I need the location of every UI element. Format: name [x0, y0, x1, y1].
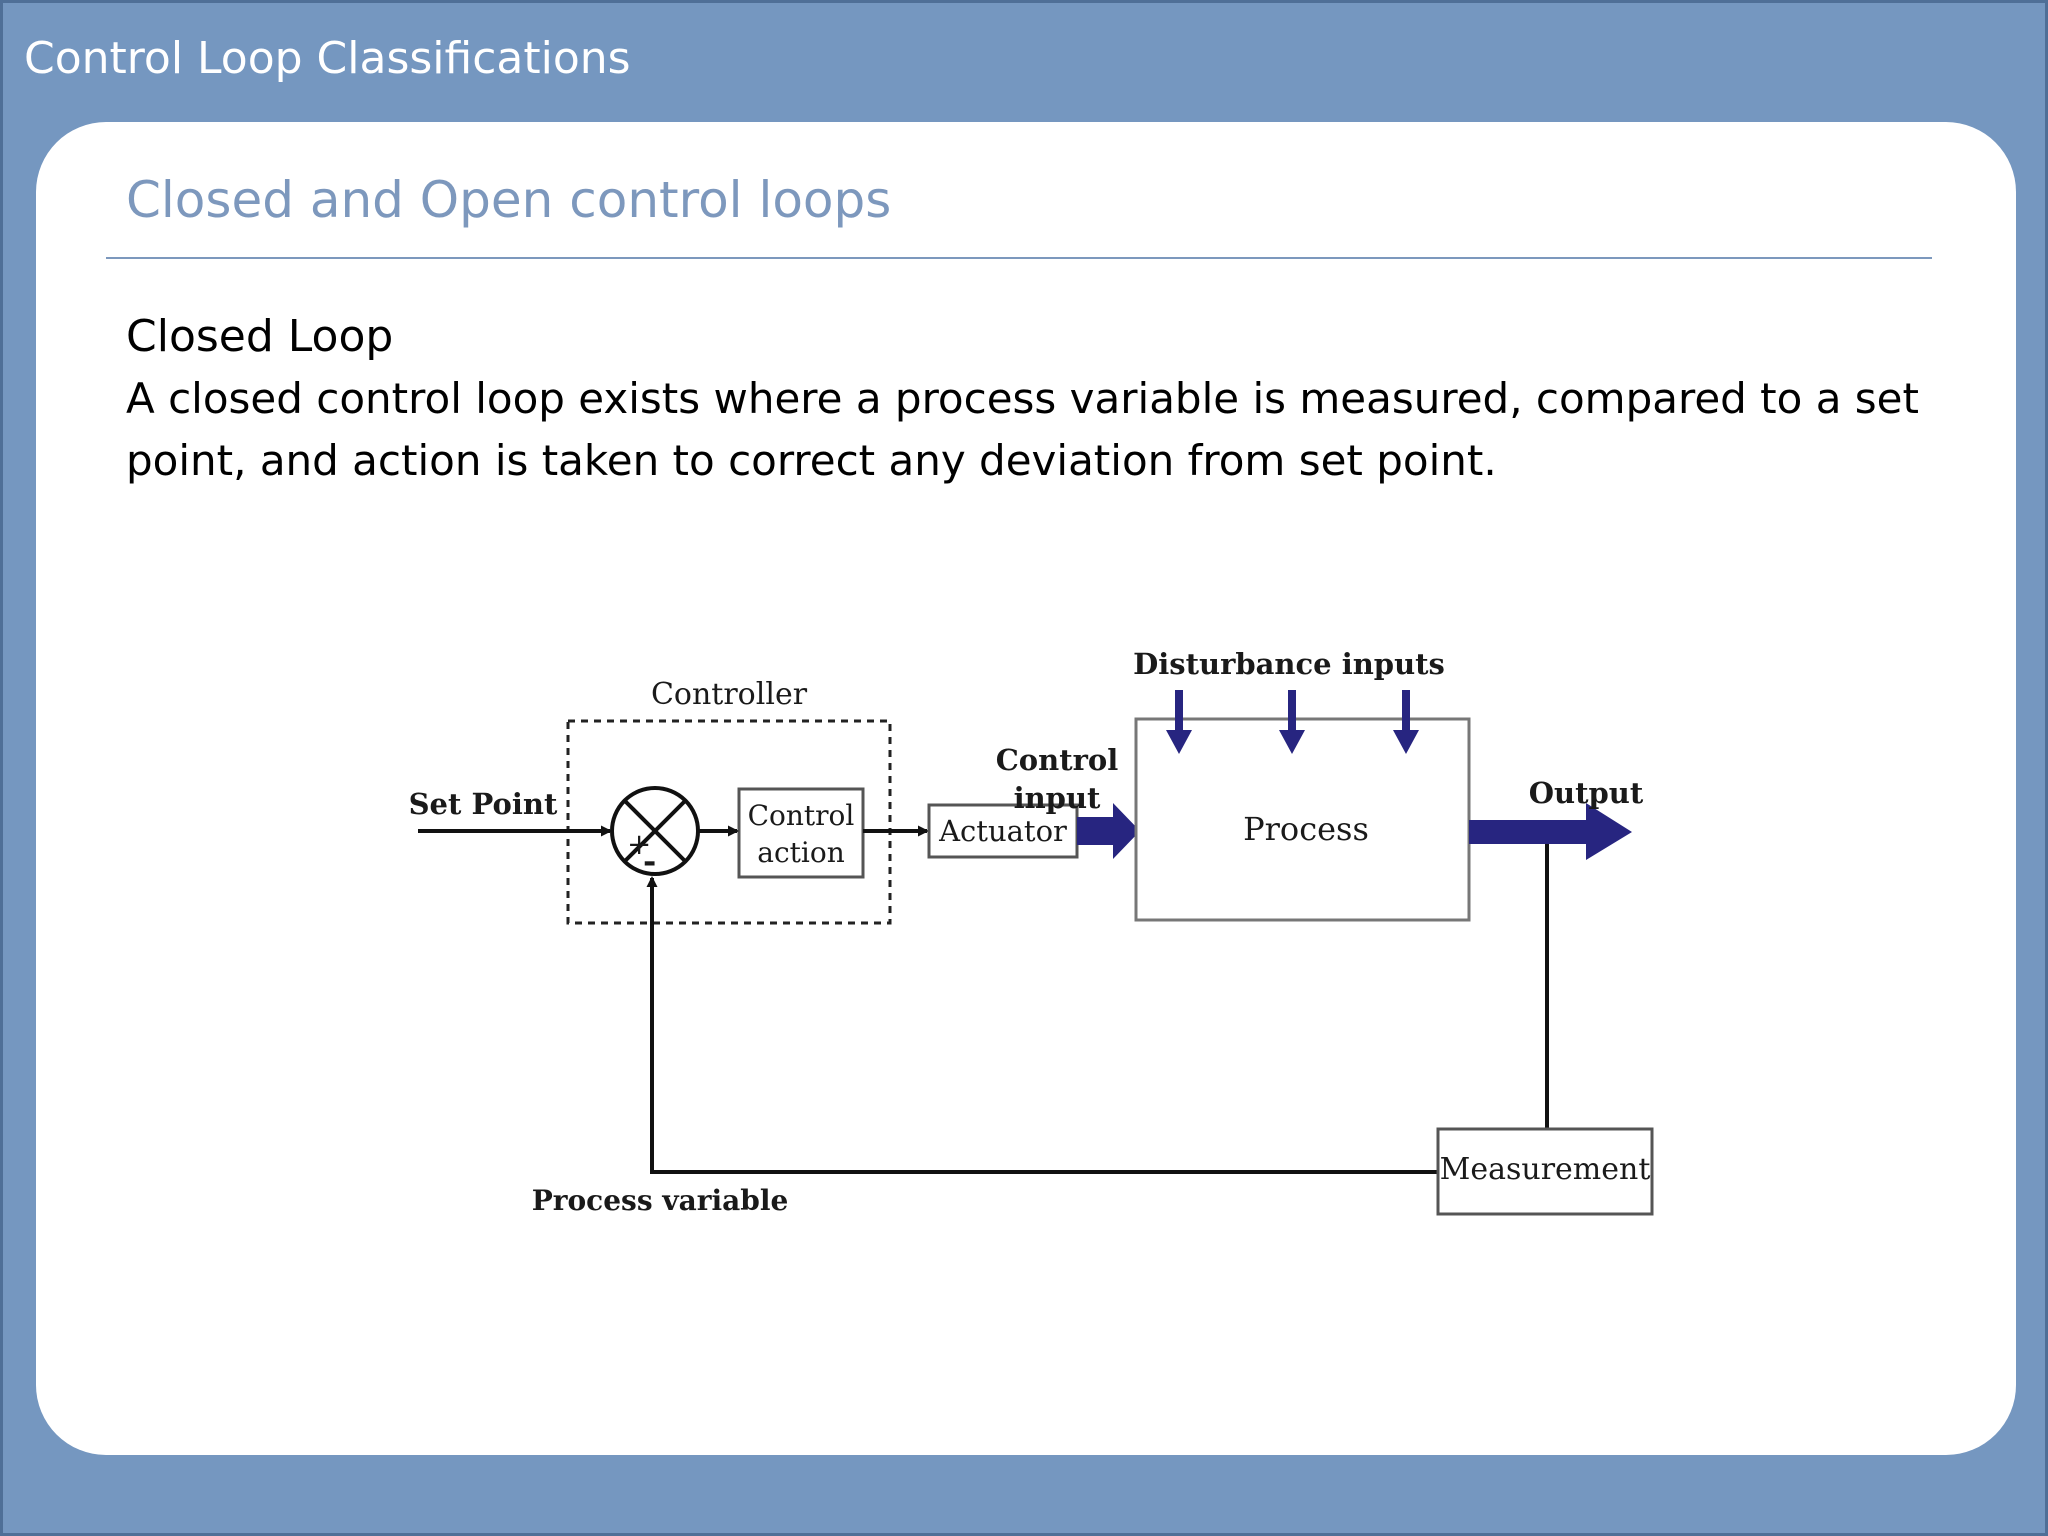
disturbance-inputs-label: Disturbance inputs [1133, 647, 1445, 681]
measurement-label: Measurement [1440, 1152, 1651, 1187]
control-action-label-line2: action [757, 836, 844, 869]
slide-subtitle: Closed and Open control loops [126, 171, 892, 229]
control-action-label-line1: Control [748, 799, 855, 832]
set-point-label: Set Point [409, 787, 558, 821]
controller-dashed-boundary [566, 719, 892, 925]
measurement-group: Measurement [1436, 1127, 1654, 1216]
signal-flow-lines [418, 825, 1549, 1174]
controller-group: Controller + - Control action [566, 677, 892, 925]
closed-loop-diagram: Controller + - Control action Actuator [409, 647, 1654, 1217]
output-group: Output [1469, 776, 1644, 860]
summing-junction-plus-sign: + [627, 827, 651, 861]
title-divider [106, 257, 1932, 259]
process-block [1134, 717, 1471, 922]
control-action-block [737, 787, 865, 879]
body-text: A closed control loop exists where a pro… [126, 374, 1919, 485]
output-label: Output [1529, 776, 1644, 810]
actuator-group: Actuator Control input [927, 743, 1140, 859]
disturbance-arrow-1 [1166, 690, 1192, 754]
actuator-to-process-thick-arrow [1077, 803, 1140, 859]
content-card: Closed and Open control loops Closed Loo… [36, 122, 2016, 1455]
process-group: Process Disturbance inputs [1133, 647, 1471, 922]
summing-junction-diagonal-2 [623, 799, 687, 863]
slide-header-title: Control Loop Classifications [24, 33, 631, 84]
feedback-process-variable-line [646, 876, 1437, 1174]
summing-junction-minus-sign: - [643, 842, 656, 880]
process-label: Process [1243, 810, 1369, 848]
output-thick-arrow [1469, 803, 1632, 860]
control-input-label-line2: input [1014, 781, 1101, 815]
controller-label: Controller [651, 677, 808, 712]
section-heading: Closed Loop [126, 311, 394, 362]
actuator-label: Actuator [938, 814, 1067, 848]
measurement-block [1436, 1127, 1654, 1216]
process-variable-label: Process variable [532, 1184, 789, 1217]
disturbance-arrow-3 [1393, 690, 1419, 754]
disturbance-arrow-2 [1279, 690, 1305, 754]
control-input-label-line1: Control [996, 743, 1119, 777]
